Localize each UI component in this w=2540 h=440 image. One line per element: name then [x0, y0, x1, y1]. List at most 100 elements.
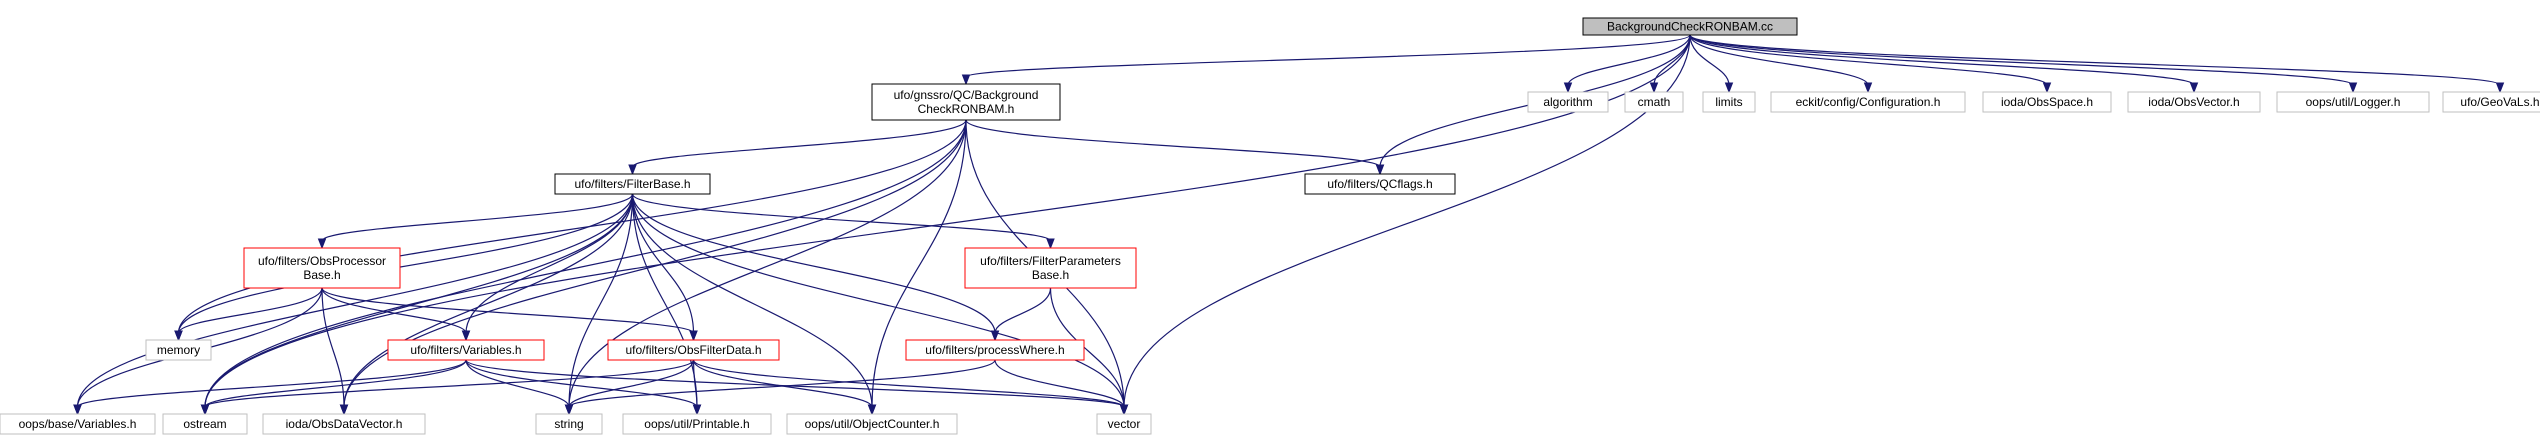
- dependency-edge: [994, 359, 1129, 416]
- node-label: ufo/GeoVaLs.h: [2460, 95, 2539, 109]
- arrowhead: [692, 404, 702, 416]
- file-node-root[interactable]: BackgroundCheckRONBAM.cc: [1582, 17, 1798, 36]
- file-node-eckit: eckit/config/Configuration.h: [1770, 91, 1966, 113]
- node-label: CheckRONBAM.h: [918, 102, 1015, 116]
- file-node-string: string: [535, 413, 603, 435]
- edge-line: [871, 119, 967, 408]
- node-box: [871, 83, 1061, 121]
- arrowhead: [2189, 82, 2199, 94]
- file-node-oopsvars: oops/base/Variables.h: [0, 413, 156, 435]
- edges-layer: [73, 34, 2505, 416]
- node-box: [964, 247, 1137, 289]
- node-label: memory: [157, 343, 200, 357]
- arrowhead: [200, 404, 210, 416]
- node-label: cmath: [1638, 95, 1671, 109]
- edge-line: [465, 359, 570, 408]
- file-node-bgh[interactable]: ufo/gnssro/QC/BackgroundCheckRONBAM.h: [871, 83, 1061, 121]
- dependency-edge: [1563, 34, 1691, 94]
- nodes-layer: BackgroundCheckRONBAM.cc ufo/gnssro/QC/Ba…: [0, 17, 2540, 435]
- file-node-obsdatavector: ioda/ObsDataVector.h: [262, 413, 426, 435]
- node-box: [262, 413, 426, 435]
- dependency-edge: [200, 193, 634, 416]
- node-box: [145, 339, 212, 361]
- arrowhead: [1863, 82, 1873, 94]
- file-node-qcflags[interactable]: ufo/filters/QCflags.h: [1304, 173, 1456, 195]
- dependency-edge: [321, 287, 698, 342]
- arrowhead: [867, 404, 877, 416]
- arrowhead: [1563, 82, 1573, 94]
- edge-line: [568, 359, 996, 408]
- node-label: ufo/filters/processWhere.h: [925, 343, 1064, 357]
- node-label: ufo/filters/ObsFilterData.h: [625, 343, 761, 357]
- node-label: algorithm: [1543, 95, 1592, 109]
- file-node-processwhere[interactable]: ufo/filters/processWhere.h: [905, 339, 1085, 361]
- edge-line: [321, 287, 695, 334]
- node-label: oops/util/Printable.h: [644, 417, 749, 431]
- file-node-obsfilterdata[interactable]: ufo/filters/ObsFilterData.h: [607, 339, 780, 361]
- dependency-edge: [692, 359, 877, 416]
- edge-line: [204, 193, 634, 408]
- node-label: BackgroundCheckRONBAM.cc: [1607, 20, 1773, 34]
- node-label: ufo/filters/FilterBase.h: [574, 177, 690, 191]
- edge-line: [1689, 34, 2354, 86]
- arrowhead: [1649, 82, 1659, 94]
- file-node-logger: oops/util/Logger.h: [2276, 91, 2430, 113]
- edge-line: [1049, 287, 1125, 408]
- edge-line: [994, 359, 1125, 408]
- edge-line: [568, 119, 967, 408]
- edge-line: [177, 287, 323, 334]
- node-label: ioda/ObsDataVector.h: [286, 417, 403, 431]
- edge-line: [76, 359, 467, 408]
- node-label: ioda/ObsSpace.h: [2001, 95, 2093, 109]
- edge-line: [343, 193, 634, 408]
- dependency-edge: [465, 359, 1129, 416]
- node-label: eckit/config/Configuration.h: [1796, 95, 1941, 109]
- node-box: [535, 413, 603, 435]
- arrowhead: [990, 330, 1000, 342]
- edge-line: [204, 119, 967, 408]
- node-box: [2127, 91, 2261, 113]
- file-node-objcounter: oops/util/ObjectCounter.h: [786, 413, 958, 435]
- edge-line: [1689, 34, 2048, 86]
- edge-line: [1689, 34, 1730, 86]
- arrowhead: [689, 330, 698, 342]
- dependency-edge: [990, 287, 1052, 342]
- edge-line: [631, 193, 1125, 408]
- node-box: [1096, 413, 1152, 435]
- edge-line: [631, 193, 996, 334]
- edge-line: [1567, 34, 1691, 86]
- arrowhead: [961, 74, 971, 86]
- dependency-edge: [961, 34, 1691, 86]
- dependency-edge: [461, 193, 634, 342]
- file-node-printable: oops/util/Printable.h: [622, 413, 772, 435]
- dependency-edge: [1689, 34, 2358, 94]
- edge-line: [1689, 34, 1869, 86]
- node-label: oops/util/Logger.h: [2306, 95, 2401, 109]
- node-box: [387, 339, 545, 361]
- dependency-edge: [965, 119, 1385, 176]
- dependency-edge: [1689, 34, 2052, 94]
- edge-line: [631, 193, 1052, 242]
- edge-line: [465, 359, 1125, 408]
- file-node-geovals: ufo/GeoVaLs.h: [2442, 91, 2540, 113]
- file-node-filterbase[interactable]: ufo/filters/FilterBase.h: [554, 173, 711, 195]
- arrowhead: [628, 164, 637, 176]
- node-box: [162, 413, 248, 435]
- file-node-ostream: ostream: [162, 413, 248, 435]
- edge-line: [204, 359, 467, 408]
- edge-line: [994, 287, 1052, 334]
- file-node-variables[interactable]: ufo/filters/Variables.h: [387, 339, 545, 361]
- edge-line: [1123, 34, 1691, 408]
- dependency-edge: [174, 287, 323, 342]
- file-node-obsspace: ioda/ObsSpace.h: [1982, 91, 2112, 113]
- dependency-edge: [174, 119, 967, 342]
- edge-line: [1689, 34, 2501, 86]
- dependency-edge: [465, 359, 574, 416]
- node-label: ostream: [183, 417, 226, 431]
- edge-line: [343, 119, 967, 408]
- dependency-edge: [867, 119, 967, 416]
- node-box: [1582, 17, 1798, 36]
